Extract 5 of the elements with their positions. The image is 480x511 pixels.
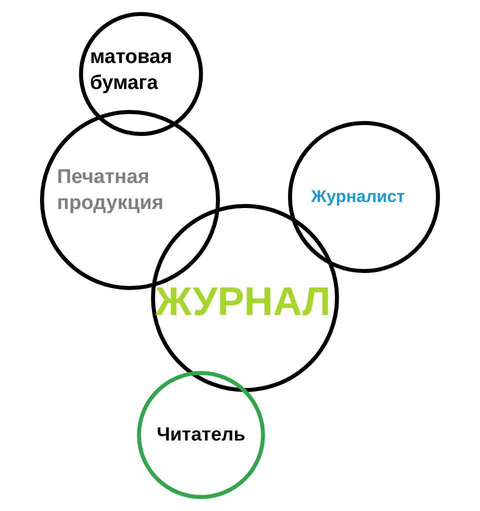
circle-label: матовая бумага xyxy=(90,45,174,96)
circle-label: Журналист xyxy=(310,186,406,208)
circle-label: Печатная продукция xyxy=(57,165,165,216)
circle-label: ЖУРНАЛ xyxy=(154,279,332,326)
circle-label: Читатель xyxy=(156,424,246,448)
